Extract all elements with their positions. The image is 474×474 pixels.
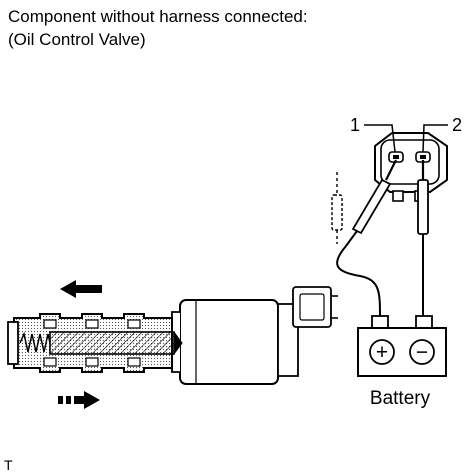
- battery-positive-symbol: +: [376, 341, 388, 364]
- terminal-2-label: 2: [452, 115, 462, 135]
- footer-mark: T: [4, 457, 13, 473]
- probe-ghost: [331, 172, 343, 244]
- arrow-left-solid-icon: [60, 280, 102, 298]
- test-probe-2: [417, 160, 429, 244]
- battery-positive-post: [371, 315, 389, 329]
- test-probe-1: [345, 159, 397, 247]
- arrow-right-dashed-icon: [58, 391, 100, 409]
- positive-lead-wire: [336, 245, 381, 319]
- oil-control-valve: [7, 286, 338, 385]
- battery-label: Battery: [370, 388, 431, 409]
- valve-spool: [49, 331, 175, 355]
- valve-spring: [19, 331, 51, 353]
- battery-negative-symbol: −: [416, 341, 428, 364]
- battery: + −: [357, 315, 447, 377]
- battery-negative-post: [415, 315, 433, 329]
- caption-line-1: Component without harness connected:: [8, 7, 308, 26]
- terminal-1-label: 1: [350, 115, 360, 135]
- caption-line-2: (Oil Control Valve): [8, 30, 146, 49]
